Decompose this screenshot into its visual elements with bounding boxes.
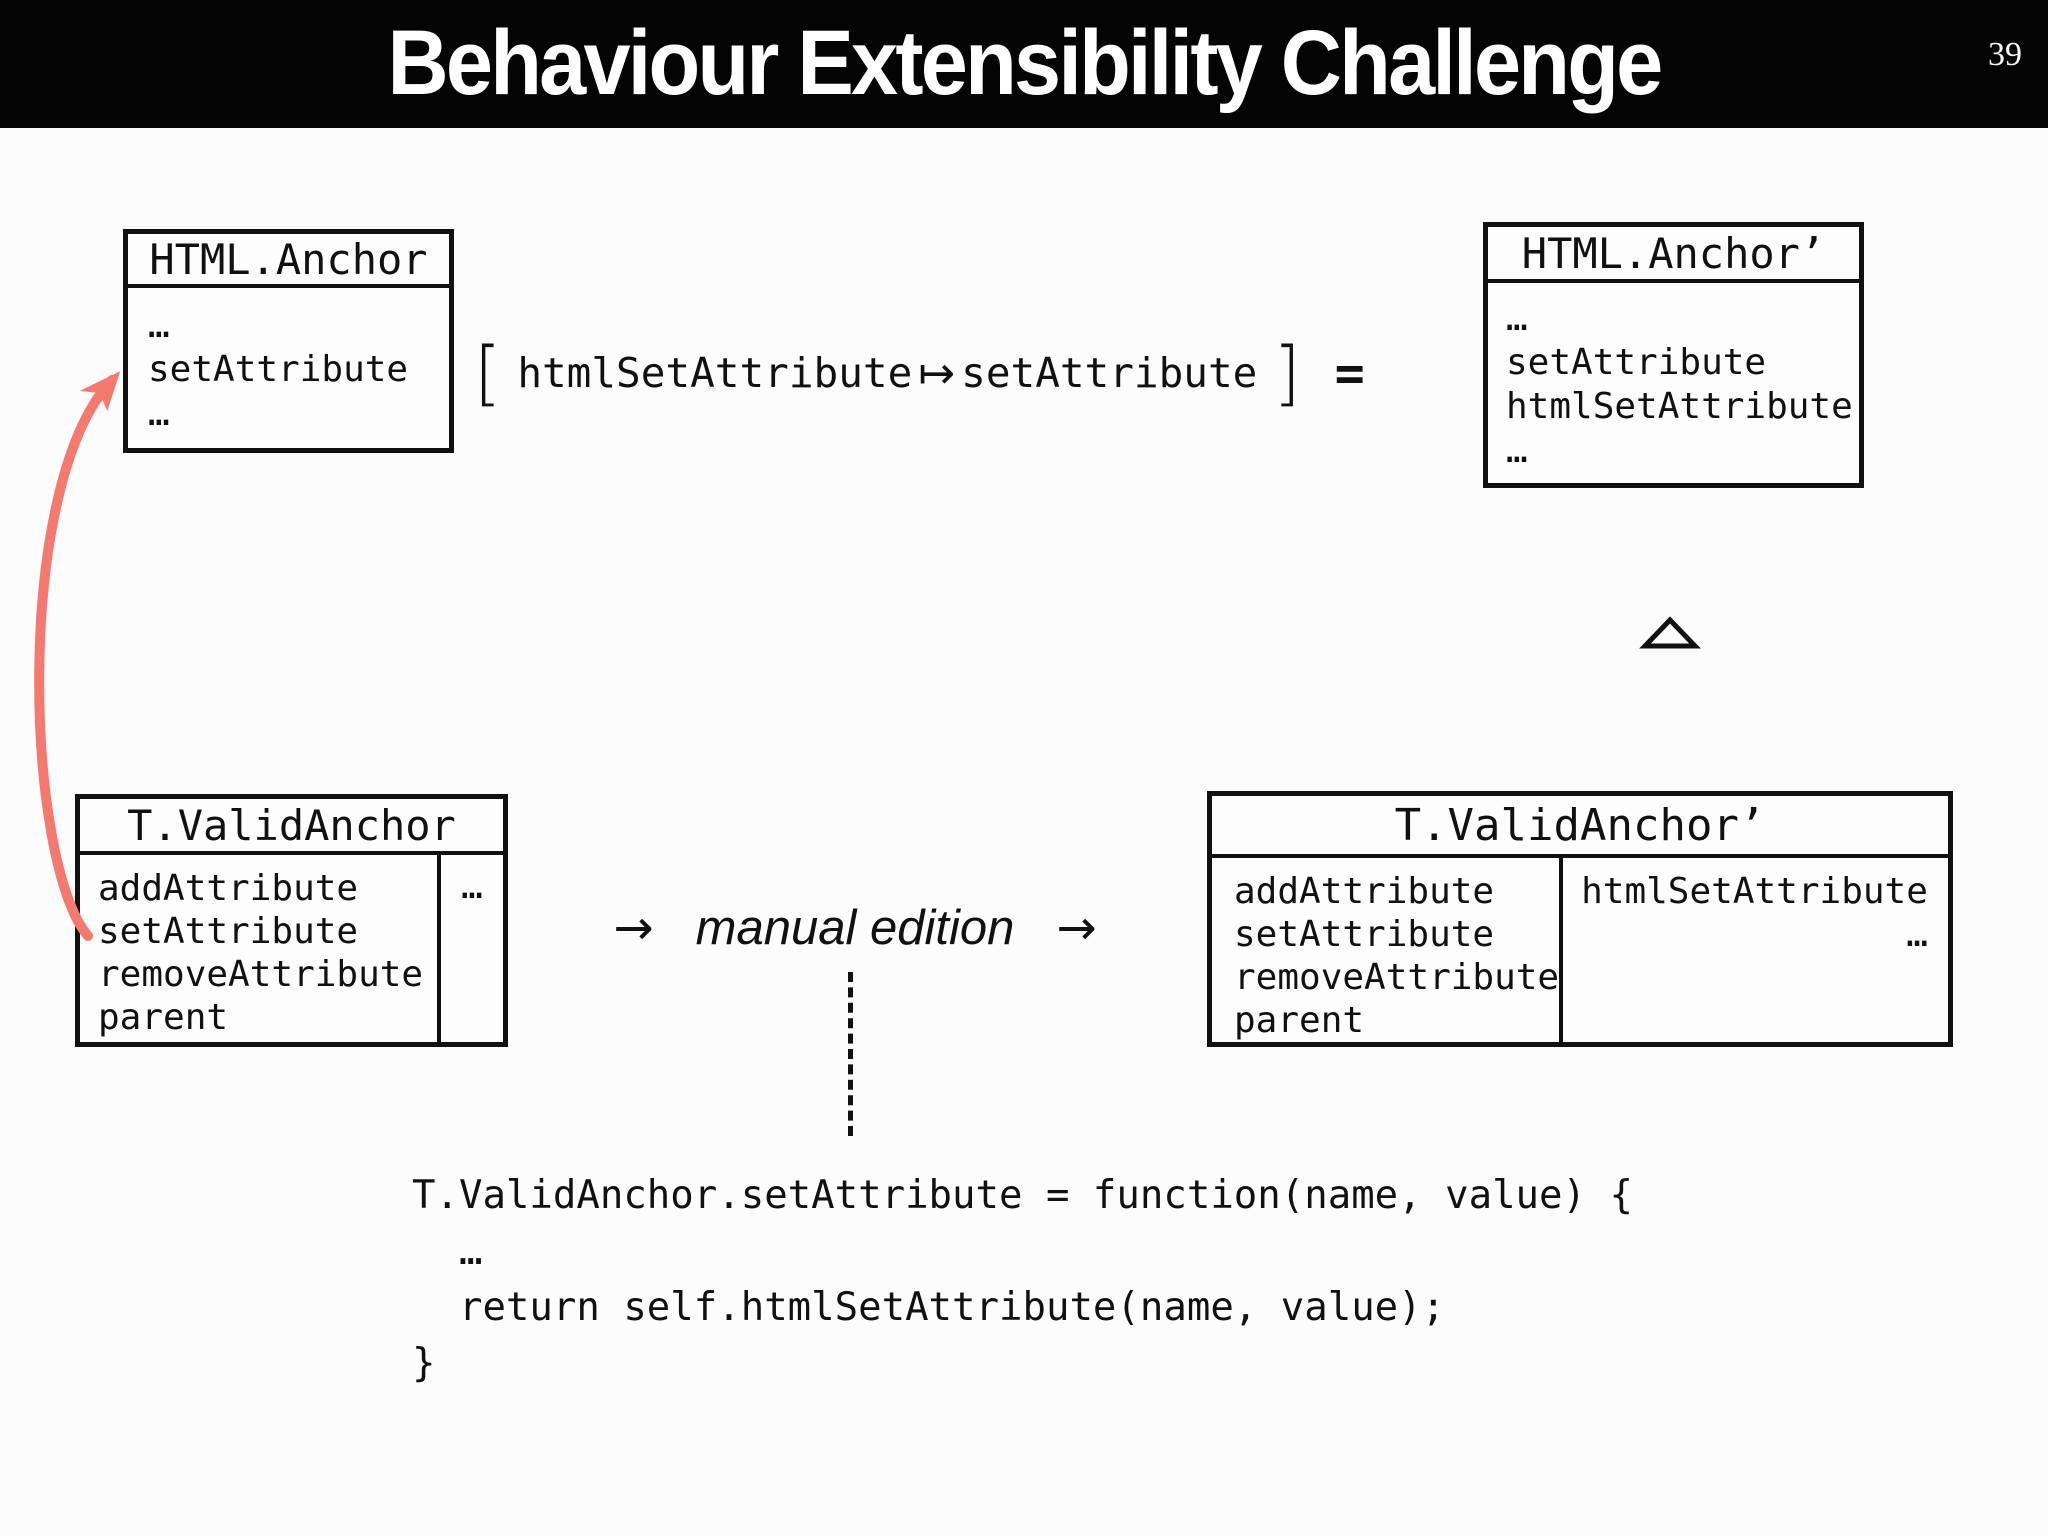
close-bracket: ] [1273,332,1301,414]
member-ellipsis: … [1506,430,1528,471]
members-right-column: htmlSetAttribute … [1559,858,1952,1043]
member-parent: parent [1234,1000,1365,1041]
class-title: T.ValidAnchor’ [1212,796,1948,858]
member-set-attribute: setAttribute [1506,342,1767,383]
member-set-attribute: setAttribute [148,349,409,390]
class-members: addAttribute setAttribute removeAttribut… [1212,858,1948,1043]
rename-mapping-expression: [ htmlSetAttribute ↦ setAttribute ] = [474,330,1365,416]
slide-number: 39 [1988,36,2022,73]
t-valid-anchor-class-box: T.ValidAnchor addAttribute setAttribute … [75,794,508,1047]
member-ellipsis: … [148,393,170,434]
manual-edition-label: manual edition [695,901,1015,955]
member-html-set-attribute: htmlSetAttribute [1581,871,1928,912]
code-line: } [412,1341,436,1386]
manual-edition-flow: → manual edition → [570,893,1140,963]
class-members: … setAttribute … [128,288,449,436]
class-members: … setAttribute htmlSetAttribute … [1488,283,1859,473]
dashed-connector-line [848,972,853,1136]
code-line: T.ValidAnchor.setAttribute = function(na… [412,1173,1633,1218]
class-members: addAttribute setAttribute removeAttribut… [80,855,503,1042]
member-remove-attribute: removeAttribute [98,954,424,995]
member-ellipsis: … [461,866,483,907]
member-ellipsis: … [148,305,170,346]
html-anchor-prime-class-box: HTML.Anchor’ … setAttribute htmlSetAttri… [1483,222,1864,488]
maps-to-arrow-icon: ↦ [918,347,956,399]
members-right-column: … [437,855,503,1042]
member-add-attribute: addAttribute [98,868,359,909]
code-line: … [412,1229,483,1274]
inheritance-triangle-icon [1639,616,1701,649]
member-add-attribute: addAttribute [1234,871,1495,912]
class-title: HTML.Anchor’ [1488,227,1859,283]
member-html-set-attribute: htmlSetAttribute [1506,386,1853,427]
class-title: T.ValidAnchor [80,799,503,855]
slide-title: Behaviour Extensibility Challenge [387,12,1664,114]
right-arrow-icon: → [613,900,654,956]
member-set-attribute: setAttribute [1234,914,1495,955]
member-parent: parent [98,997,229,1038]
html-anchor-class-box: HTML.Anchor … setAttribute … [123,229,454,453]
t-valid-anchor-prime-class-box: T.ValidAnchor’ addAttribute setAttribute… [1207,791,1953,1047]
member-ellipsis: … [1506,298,1528,339]
mapping-from: htmlSetAttribute [517,349,913,397]
open-bracket: [ [474,332,502,414]
code-line: return self.htmlSetAttribute(name, value… [412,1285,1446,1330]
title-bar: Behaviour Extensibility Challenge 39 [0,0,2048,128]
members-left-column: addAttribute setAttribute removeAttribut… [80,855,437,1042]
equals-sign: = [1334,344,1365,402]
member-set-attribute: setAttribute [98,911,359,952]
class-title: HTML.Anchor [128,234,449,288]
code-snippet: T.ValidAnchor.setAttribute = function(na… [412,1168,1633,1392]
right-arrow-icon: → [1056,900,1097,956]
member-remove-attribute: removeAttribute [1234,957,1560,998]
member-ellipsis: … [1906,914,1928,955]
mapping-to: setAttribute [961,349,1258,397]
members-left-column: addAttribute setAttribute removeAttribut… [1212,858,1559,1043]
